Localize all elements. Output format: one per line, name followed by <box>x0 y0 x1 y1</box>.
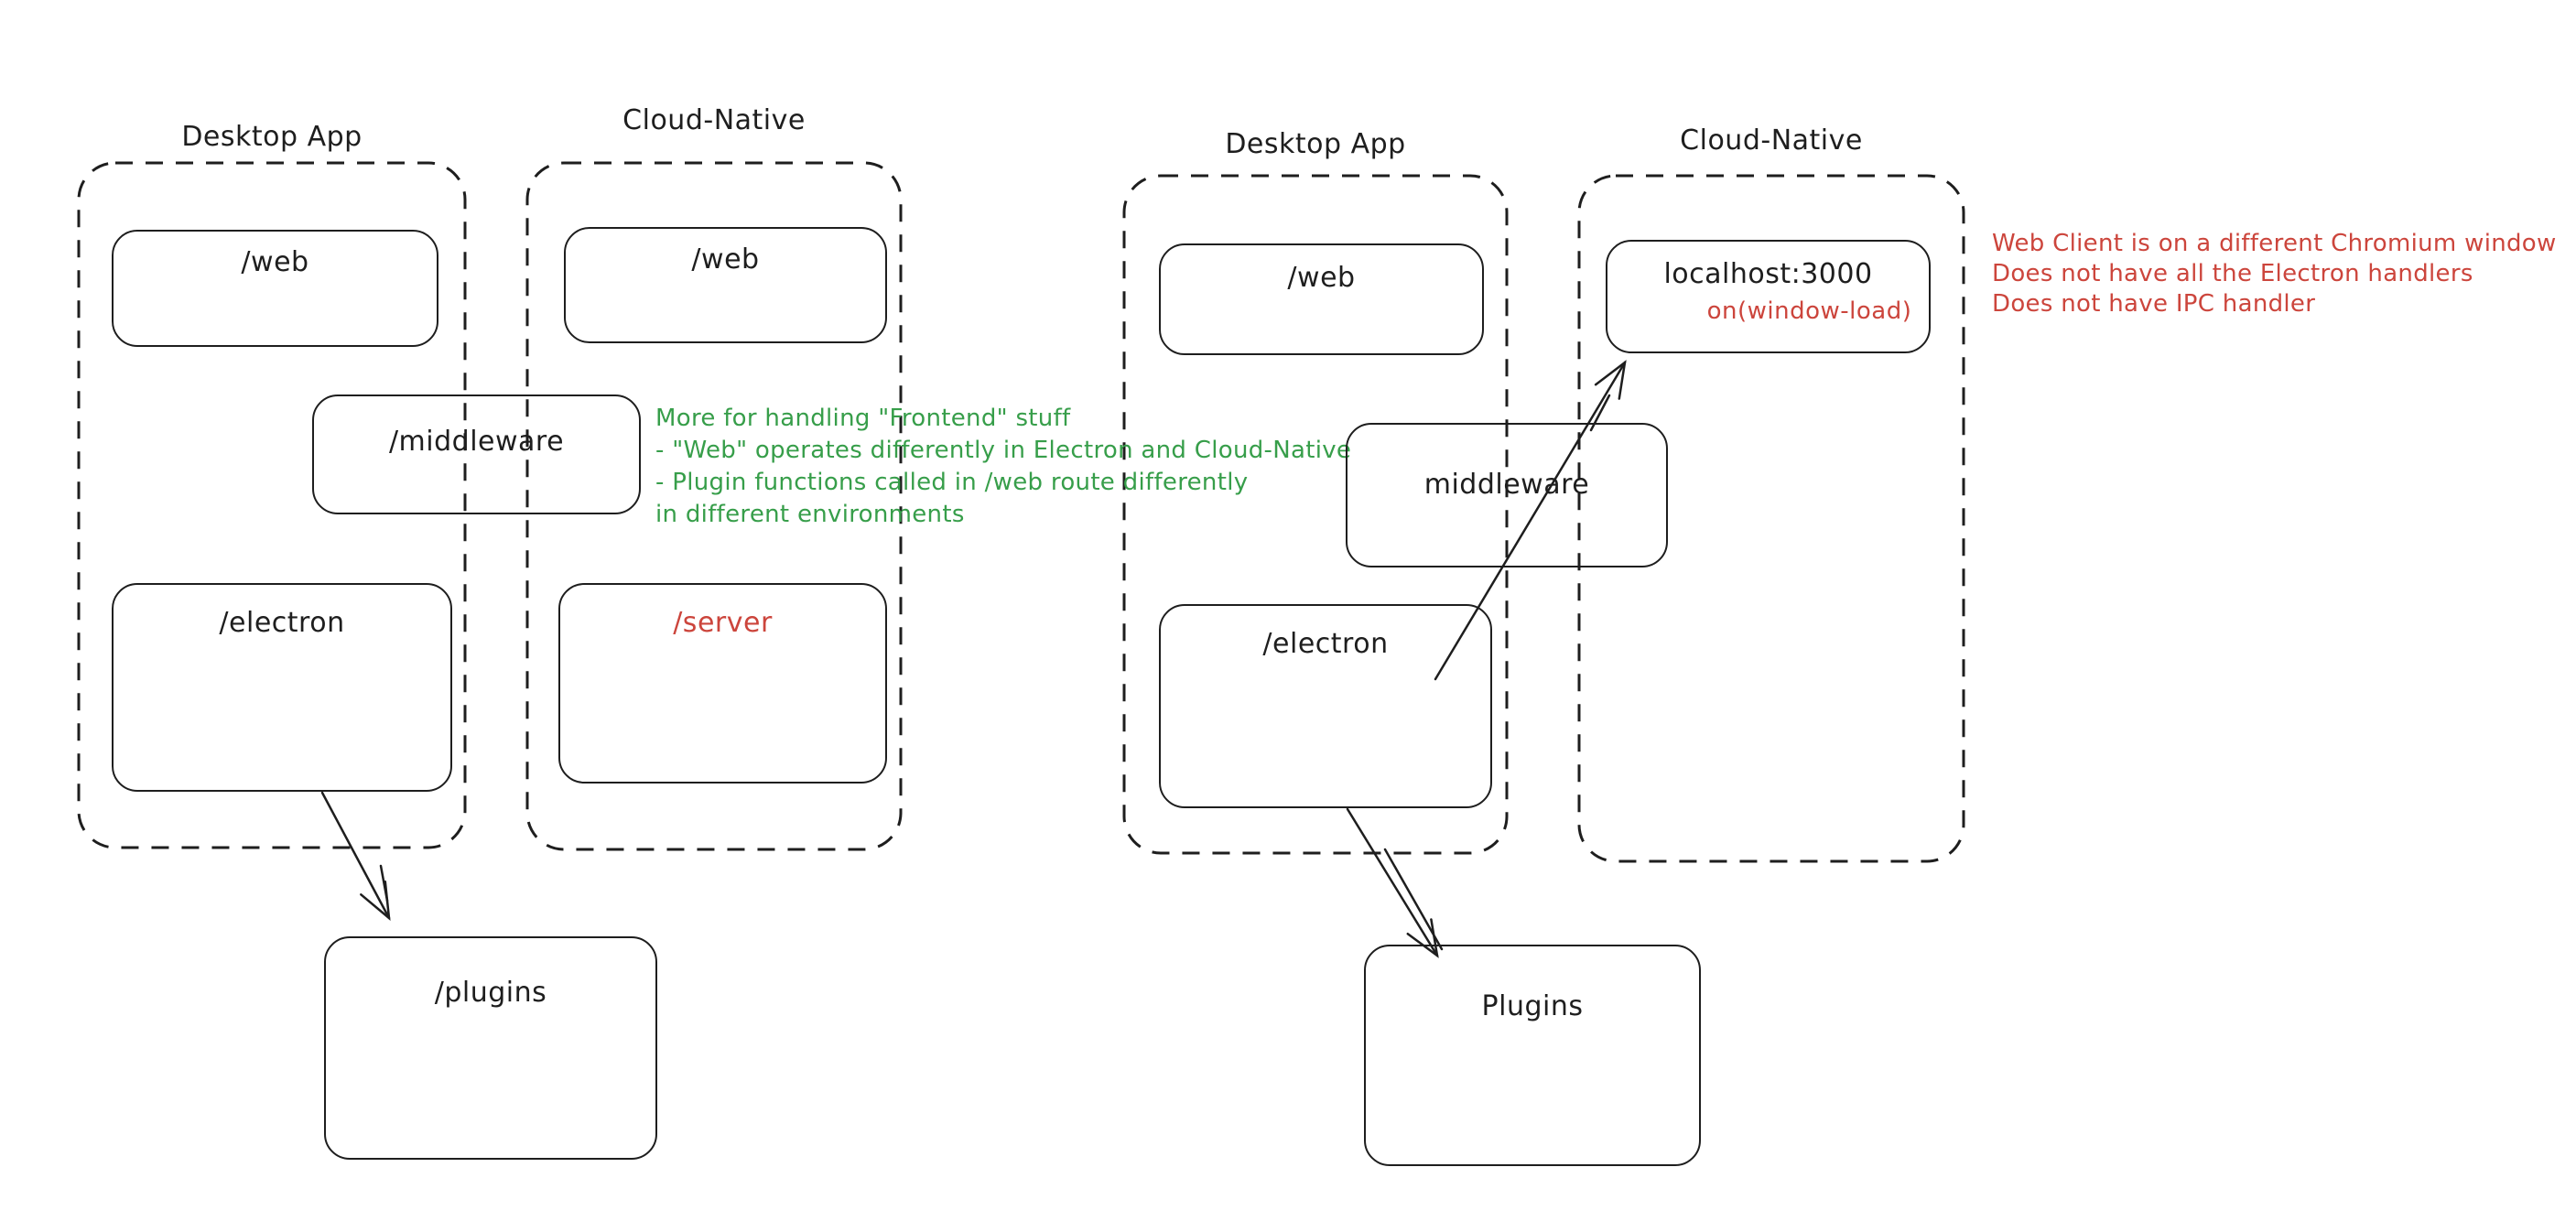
green-note-line-1: More for handling "Frontend" stuff <box>655 405 1071 432</box>
red-note-line-2: Does not have all the Electron handlers <box>1992 260 2473 287</box>
right-electron-box-label: /electron <box>1262 628 1389 660</box>
right-plugins-box: Plugins <box>1364 945 1701 1166</box>
right-web-box-label: /web <box>1287 262 1356 294</box>
left-electron-box: /electron <box>112 583 452 792</box>
left-cloud-native-title: Cloud-Native <box>622 104 806 136</box>
left-electron-box-label: /electron <box>219 607 345 639</box>
localhost-box: localhost:3000 on(window-load) <box>1606 240 1931 353</box>
window-load-label: on(window-load) <box>1706 297 1912 325</box>
left-cloud-web-box-label: /web <box>691 243 760 276</box>
red-note: Web Client is on a different Chromium wi… <box>1992 229 2557 319</box>
right-desktop-app-title: Desktop App <box>1225 128 1406 160</box>
right-middleware-box: middleware <box>1346 423 1668 567</box>
green-note-line-3: - Plugin functions called in /web route … <box>655 469 1249 496</box>
green-note-line-4: in different environments <box>655 501 965 528</box>
right-middleware-box-label: middleware <box>1423 469 1590 501</box>
arrow-left-electron-to-plugins <box>320 791 391 921</box>
green-note-line-2: - "Web" operates differently in Electron… <box>655 437 1352 464</box>
green-note: More for handling "Frontend" stuff - "We… <box>655 403 1351 531</box>
right-web-box: /web <box>1159 243 1484 355</box>
red-note-line-1: Web Client is on a different Chromium wi… <box>1992 230 2557 257</box>
right-plugins-box-label: Plugins <box>1481 990 1584 1022</box>
left-web-box-label: /web <box>241 246 309 278</box>
right-electron-box: /electron <box>1159 604 1492 808</box>
left-web-box: /web <box>112 230 438 347</box>
localhost-box-label: localhost:3000 <box>1663 258 1873 290</box>
left-cloud-web-box: /web <box>564 227 887 343</box>
right-cloud-native-title: Cloud-Native <box>1680 124 1863 157</box>
left-desktop-app-title: Desktop App <box>181 121 363 153</box>
left-plugins-box-label: /plugins <box>434 977 547 1009</box>
left-middleware-box: /middleware <box>312 394 641 514</box>
red-note-line-3: Does not have IPC handler <box>1992 290 2316 318</box>
left-plugins-box: /plugins <box>324 936 657 1160</box>
left-server-box: /server <box>558 583 887 784</box>
left-middleware-box-label: /middleware <box>388 426 565 458</box>
left-server-box-label: /server <box>673 607 773 639</box>
arrow-right-electron-to-plugins <box>1346 807 1444 958</box>
